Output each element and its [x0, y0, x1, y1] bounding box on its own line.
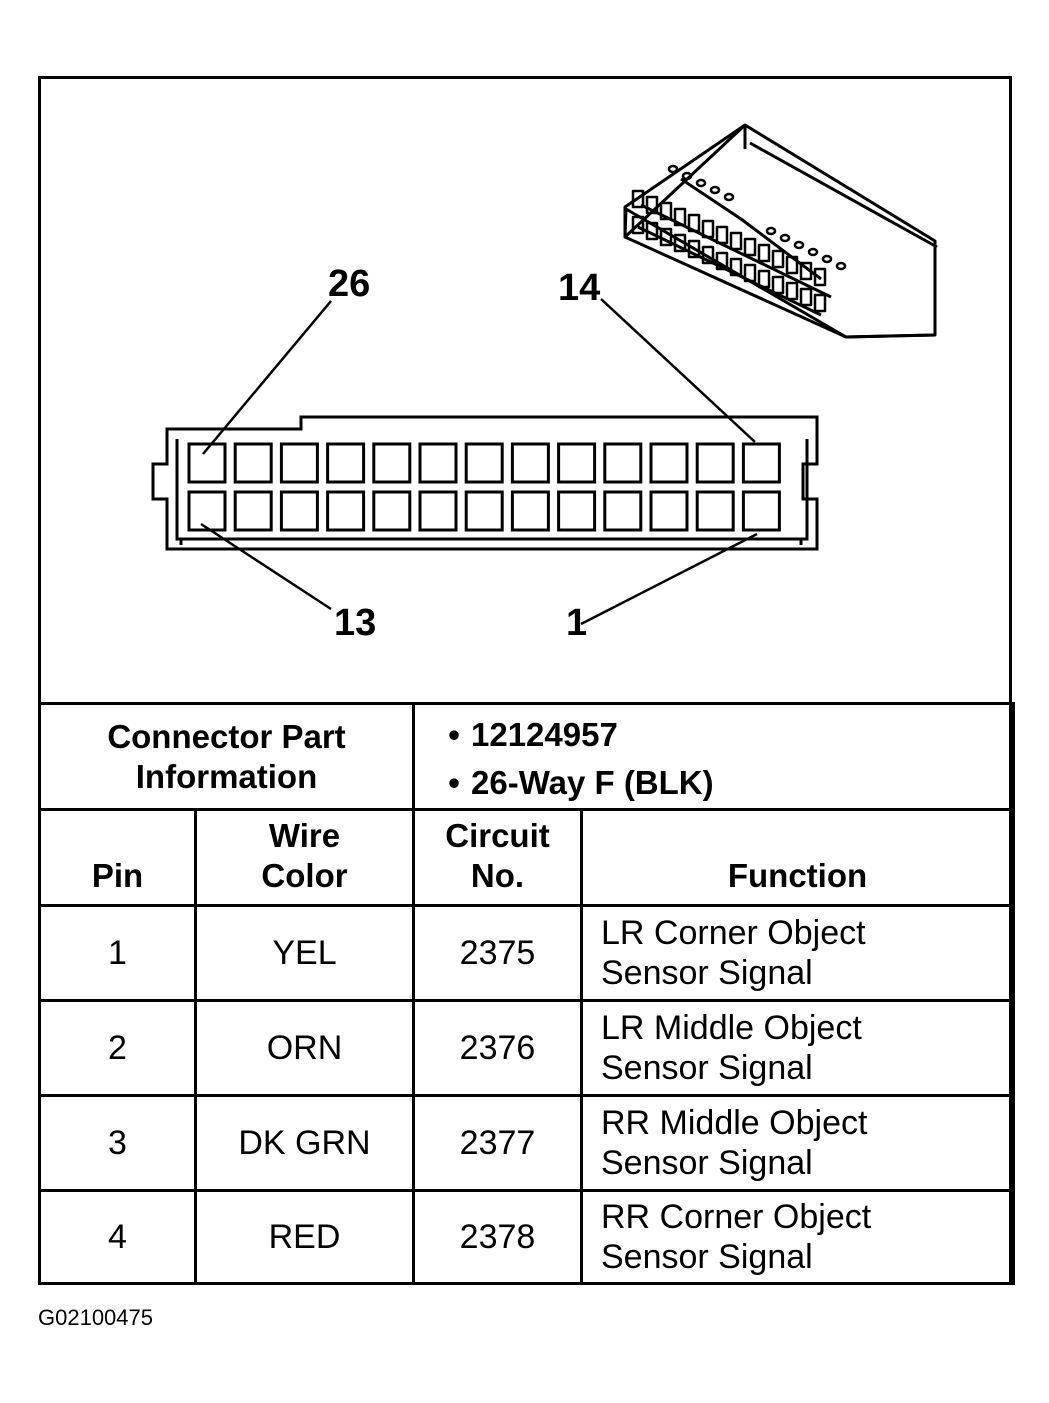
pin-cavity: [741, 442, 781, 484]
function-cell: LR Middle Object Sensor Signal: [580, 999, 1015, 1097]
pin-cell: 3: [38, 1094, 197, 1192]
pin-cavity: [510, 442, 550, 484]
connector-diagram: [151, 123, 938, 626]
pin-cavity: [326, 490, 366, 532]
pin-cavity: [372, 490, 412, 532]
pin-cavity: [557, 442, 597, 484]
wire-color-cell: YEL: [194, 904, 415, 1002]
pin-header: Pin: [38, 808, 197, 907]
wire-color-cell: RED: [194, 1189, 415, 1285]
connector-part-details: 12124957 26-Way F (BLK): [412, 702, 1015, 811]
circuit-cell: 2377: [412, 1094, 583, 1192]
part-number: 12124957: [471, 711, 1012, 759]
pin-cell: 4: [38, 1189, 197, 1285]
wire-color-header: Wire Color: [194, 808, 415, 907]
connector-info-row: Connector Part Information 12124957 26-W…: [38, 702, 1015, 811]
table-row: 1 YEL 2375 LR Corner Object Sensor Signa…: [38, 904, 1015, 1002]
table-row: 2 ORN 2376 LR Middle Object Sensor Signa…: [38, 999, 1015, 1097]
wire-color-cell: ORN: [194, 999, 415, 1097]
pin-cavity: [695, 442, 735, 484]
connector-3d-cavities: [631, 164, 847, 313]
pin-cavity: [510, 490, 550, 532]
pin-cavity: [649, 490, 689, 532]
pin-cavity: [187, 490, 227, 532]
pin-cavity: [279, 442, 319, 484]
pin-cavity: [464, 442, 504, 484]
table-row: 3 DK GRN 2377 RR Middle Object Sensor Si…: [38, 1094, 1015, 1192]
connector-3d-illustration: [623, 123, 938, 339]
pin-cell: 2: [38, 999, 197, 1097]
pin-cavity: [372, 442, 412, 484]
pin-cell: 1: [38, 904, 197, 1002]
connector-part-label-line1: Connector Part: [107, 717, 346, 755]
pin-cavity: [603, 442, 643, 484]
pin-14-callout: 14: [558, 267, 601, 309]
connector-description: 26-Way F (BLK): [471, 759, 1012, 807]
pin-cavity: [418, 490, 458, 532]
wire-color-cell: DK GRN: [194, 1094, 415, 1192]
figure-id: G02100475: [38, 1305, 153, 1330]
pin-cavity: [603, 490, 643, 532]
connector-pinout-table: Connector Part Information 12124957 26-W…: [38, 702, 1015, 1285]
circuit-no-header: Circuit No.: [412, 808, 583, 907]
pin-1-callout: 1: [566, 602, 588, 644]
pin-cavity: [741, 490, 781, 532]
pin-cavity: [233, 490, 273, 532]
circuit-cell: 2378: [412, 1189, 583, 1285]
pin-26-callout: 26: [328, 263, 371, 305]
pin-cavity: [649, 442, 689, 484]
function-cell: LR Corner Object Sensor Signal: [580, 904, 1015, 1002]
function-cell: RR Corner Object Sensor Signal: [580, 1189, 1015, 1285]
diagram-frame: 26 14 13 1: [38, 76, 1012, 1285]
pin-cavity: [233, 442, 273, 484]
table-header-row: Pin Wire Color Circuit No. Function: [38, 808, 1015, 907]
pin-13-callout: 13: [334, 602, 377, 644]
connector-part-info-label: Connector Part Information: [38, 702, 415, 811]
pin-cavity: [326, 442, 366, 484]
pin-cavity: [279, 490, 319, 532]
circuit-cell: 2376: [412, 999, 583, 1097]
pin-cavity: [695, 490, 735, 532]
function-cell: RR Middle Object Sensor Signal: [580, 1094, 1015, 1192]
pin-cavity: [418, 442, 458, 484]
circuit-cell: 2375: [412, 904, 583, 1002]
table-row: 4 RED 2378 RR Corner Object Sensor Signa…: [38, 1189, 1015, 1285]
pin-cavity: [557, 490, 597, 532]
pin-cavities: [187, 442, 781, 532]
pin-leader-lines: [200, 298, 758, 626]
connector-part-label-line2: Information: [135, 757, 318, 795]
function-header: Function: [580, 808, 1015, 907]
pin-cavity: [464, 490, 504, 532]
